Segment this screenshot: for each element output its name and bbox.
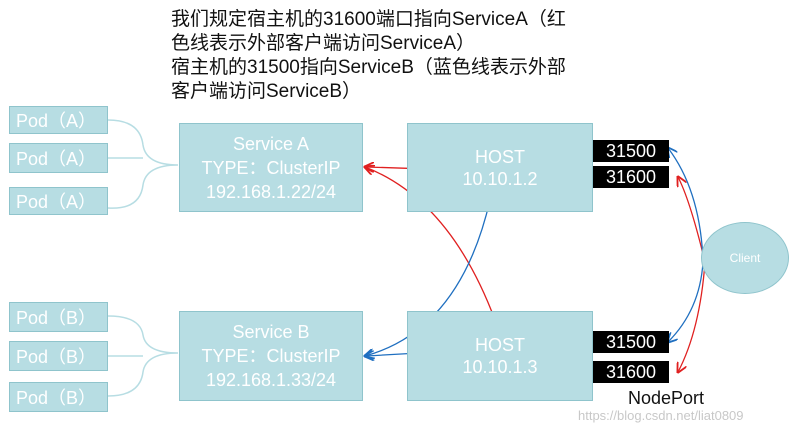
red-line-client-to-port1 xyxy=(678,177,706,263)
note-line-4: 客户端访问ServiceB） xyxy=(171,81,362,102)
host-1-name: HOST xyxy=(474,146,525,167)
host-1-port-31500: 31500 xyxy=(593,140,669,162)
service-b-ip: 192.168.1.33/24 xyxy=(205,370,337,390)
service-b-box: Service B TYPE：ClusterIP 192.168.1.33/24 xyxy=(179,311,363,401)
service-a-ip: 192.168.1.22/24 xyxy=(205,181,337,202)
note-line-2: 色线表示外部客户端访问ServiceA） xyxy=(171,33,476,54)
service-b-type: TYPE：ClusterIP xyxy=(201,346,341,366)
service-a-name: Service A xyxy=(232,133,310,154)
pod-b-brace xyxy=(107,315,179,397)
host-2-port-31500: 31500 xyxy=(593,331,669,353)
service-a-box: Service A TYPE：ClusterIP 192.168.1.22/24 xyxy=(179,123,363,212)
watermark: https://blog.csdn.net/liat0809 xyxy=(578,408,744,423)
host-2-port-31600: 31600 xyxy=(593,361,669,383)
pod-a-2: Pod（A） xyxy=(9,143,108,173)
pod-a-1: Pod（A） xyxy=(9,106,108,134)
pod-a-3: Pod（A） xyxy=(9,187,108,215)
pod-b-3: Pod（B） xyxy=(9,382,108,412)
client-node: Client xyxy=(701,222,789,294)
host-1-box: HOST 10.10.1.2 xyxy=(407,123,593,212)
pod-b-1: Pod（B） xyxy=(9,302,108,332)
host-2-name: HOST xyxy=(474,335,525,355)
host-2-ip: 10.10.1.3 xyxy=(462,357,538,377)
pod-b-2: Pod（B） xyxy=(9,341,108,371)
blue-line-client-to-port1 xyxy=(668,148,704,261)
note-line-1: 我们规定宿主机的31600端口指向ServiceA（红 xyxy=(171,9,566,30)
blue-line-client-to-port2 xyxy=(668,261,704,342)
nodeport-label: NodePort xyxy=(628,388,705,408)
host-1-port-31600: 31600 xyxy=(593,166,669,188)
service-b-name: Service B xyxy=(232,322,310,342)
pod-a-brace xyxy=(107,119,179,209)
service-a-type: TYPE：ClusterIP xyxy=(201,157,341,178)
host-2-box: HOST 10.10.1.3 xyxy=(407,311,593,401)
host-1-ip: 10.10.1.2 xyxy=(462,168,538,189)
red-line-client-to-port2 xyxy=(678,261,706,372)
note-line-3: 宿主机的31500指向ServiceB（蓝色线表示外部 xyxy=(171,57,566,78)
description-note: 我们规定宿主机的31600端口指向ServiceA（红 色线表示外部客户端访问S… xyxy=(171,8,611,104)
